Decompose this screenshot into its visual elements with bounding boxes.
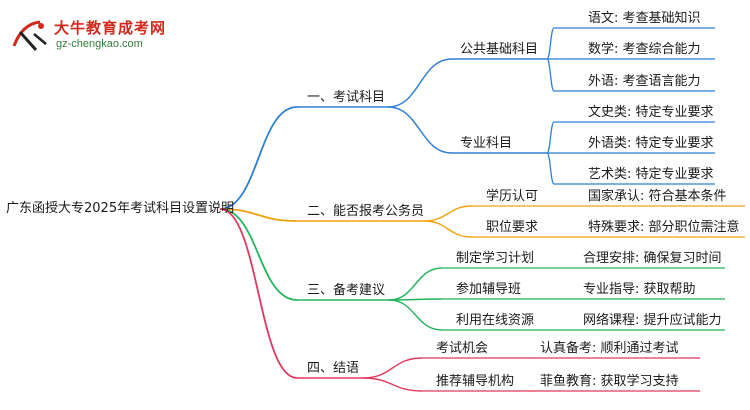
branch-connector-1 bbox=[219, 106, 298, 210]
pair-key-2-2: 职位要求 bbox=[486, 220, 539, 235]
pair-value-3-1: 合理安排: 确保复习时间 bbox=[583, 251, 722, 266]
branch-label-1: 一、考试科目 bbox=[307, 90, 386, 105]
pair-key-4-1: 考试机会 bbox=[436, 341, 489, 356]
pair-key-2-1: 学历认可 bbox=[486, 189, 539, 204]
pair-value-4-1: 认真备考: 顺利通过考试 bbox=[540, 341, 679, 356]
pair-connector-2-2 bbox=[423, 220, 473, 238]
pair-value-2-2: 特殊要求: 部分职位需注意 bbox=[588, 220, 740, 235]
pair-value-2-1: 国家承认: 符合基本条件 bbox=[588, 189, 727, 204]
pair-connector-3-1 bbox=[388, 267, 443, 301]
branch-label-2: 二、能否报考公务员 bbox=[307, 204, 425, 219]
leaf-label-1-1: 语文: 考查基础知识 bbox=[588, 11, 701, 26]
group-label-2: 专业科目 bbox=[460, 136, 513, 151]
branch-label-4: 四、结语 bbox=[307, 361, 360, 376]
pair-connector-3-3 bbox=[388, 299, 443, 331]
leaf-connector-1-1 bbox=[546, 27, 555, 60]
branch-connector-2 bbox=[219, 208, 298, 222]
branch-connector-4 bbox=[219, 208, 298, 379]
branch-label-3: 三、备考建议 bbox=[307, 283, 386, 298]
pair-key-3-3: 利用在线资源 bbox=[456, 313, 535, 328]
leaf-label-2-2: 外语类: 特定专业要求 bbox=[588, 136, 714, 151]
leaf-label-2-1: 文史类: 特定专业要求 bbox=[588, 105, 714, 120]
leaf-connector-2-1 bbox=[546, 121, 555, 154]
pair-key-4-2: 推荐辅导机构 bbox=[436, 374, 515, 389]
pair-connector-2-1 bbox=[423, 205, 473, 222]
leaf-connector-1-3 bbox=[546, 58, 555, 92]
logo-name: 大牛教育成考网 bbox=[54, 19, 167, 37]
leaf-label-1-2: 数学: 考查综合能力 bbox=[588, 42, 701, 57]
site-logo[interactable]: 大牛教育成考网 gz-chengkao.com bbox=[10, 14, 230, 58]
pair-value-3-3: 网络课程: 提升应试能力 bbox=[583, 313, 722, 328]
logo-url[interactable]: gz-chengkao.com bbox=[56, 38, 143, 50]
leaf-label-1-3: 外语: 考查语言能力 bbox=[588, 74, 701, 89]
pair-key-3-2: 参加辅导班 bbox=[456, 282, 522, 297]
pair-key-3-1: 制定学习计划 bbox=[456, 251, 535, 266]
pair-value-3-2: 专业指导: 获取帮助 bbox=[583, 282, 696, 297]
branch-connector-3 bbox=[219, 208, 298, 301]
pair-connector-4-1 bbox=[362, 357, 423, 379]
group-connector-2 bbox=[387, 106, 453, 154]
root-topic: 广东函授大专2025年考试科目设置说明 bbox=[6, 201, 235, 216]
leaf-connector-2-3 bbox=[546, 152, 555, 185]
leaf-label-2-3: 艺术类: 特定专业要求 bbox=[588, 167, 714, 182]
logo-mark-icon bbox=[12, 20, 47, 51]
pair-connector-4-2 bbox=[362, 377, 423, 392]
group-connector-1 bbox=[387, 58, 453, 108]
group-label-1: 公共基础科目 bbox=[460, 42, 539, 57]
pair-value-4-2: 菲鱼教育: 获取学习支持 bbox=[540, 374, 679, 389]
